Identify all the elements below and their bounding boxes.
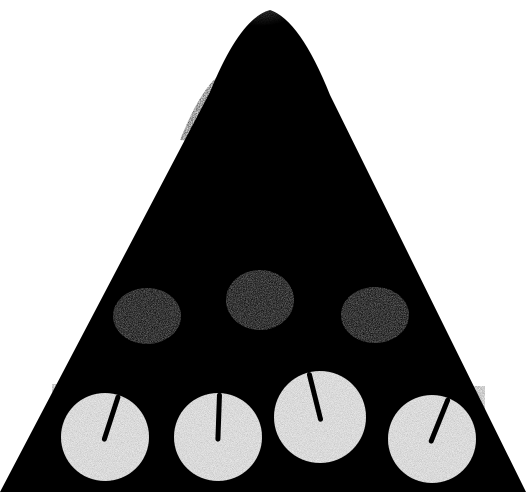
blob-right bbox=[341, 287, 409, 343]
dial-2-needle bbox=[218, 395, 220, 439]
dial-2 bbox=[174, 393, 262, 481]
dial-1 bbox=[61, 393, 149, 481]
blob-left bbox=[113, 288, 181, 344]
blob-center bbox=[226, 270, 294, 330]
dial-4 bbox=[388, 395, 476, 483]
dial-3 bbox=[274, 371, 366, 463]
